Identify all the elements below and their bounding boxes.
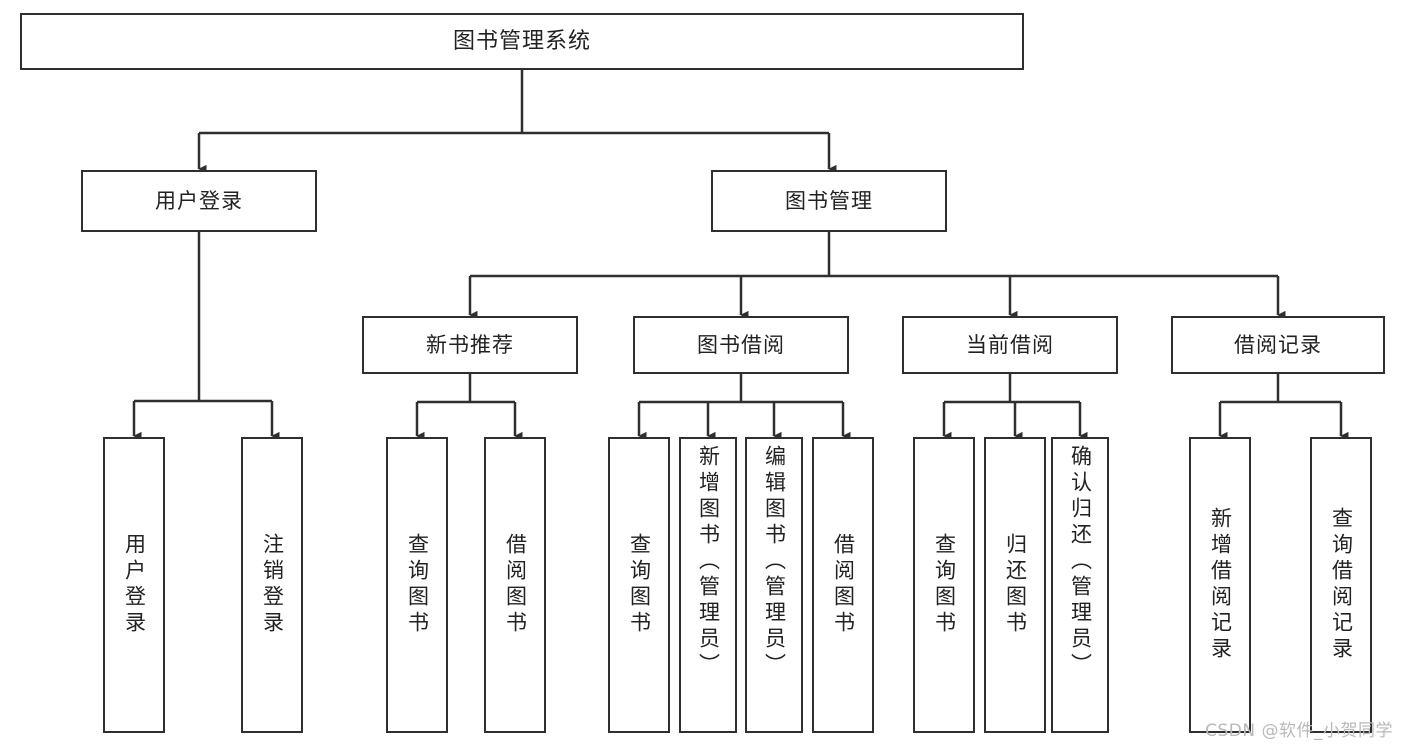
node-book-manage[interactable]: 图书管理 [711,170,947,232]
node-label: 图书管理系统 [452,28,591,54]
node-leaf-borrow-book-2[interactable]: 借阅图书 [812,437,874,733]
node-label: 确认归还（管理员） [1068,445,1093,679]
node-label: 新增借阅记录 [1208,507,1233,663]
node-leaf-query-record[interactable]: 查询借阅记录 [1310,437,1372,733]
node-label: 用户登录 [122,533,147,637]
node-label: 借阅记录 [1234,332,1322,357]
node-label: 查询图书 [627,533,652,637]
csdn-watermark: CSDN @软件_小贺同学 [1205,721,1393,741]
node-label: 当前借阅 [966,332,1054,357]
node-current-borrow[interactable]: 当前借阅 [902,316,1118,374]
node-leaf-confirm-return[interactable]: 确认归还（管理员） [1051,437,1109,733]
node-borrow-record[interactable]: 借阅记录 [1171,316,1385,374]
node-leaf-query-book-1[interactable]: 查询图书 [386,437,448,733]
node-label: 查询图书 [932,533,957,637]
node-label: 查询借阅记录 [1329,507,1354,663]
node-leaf-add-book[interactable]: 新增图书（管理员） [679,437,737,733]
node-label: 新增图书（管理员） [696,445,721,679]
node-book-borrow[interactable]: 图书借阅 [633,316,849,374]
node-label: 新书推荐 [426,332,514,357]
node-leaf-query-book-3[interactable]: 查询图书 [913,437,975,733]
node-label: 图书借阅 [697,332,785,357]
node-leaf-borrow-book-1[interactable]: 借阅图书 [484,437,546,733]
node-leaf-return-book[interactable]: 归还图书 [984,437,1046,733]
node-new-book-rec[interactable]: 新书推荐 [362,316,578,374]
node-user-login[interactable]: 用户登录 [81,170,317,232]
node-label: 编辑图书（管理员） [762,445,787,679]
node-label: 借阅图书 [503,533,528,637]
node-label: 归还图书 [1003,533,1028,637]
node-leaf-query-book-2[interactable]: 查询图书 [608,437,670,733]
node-leaf-user-login[interactable]: 用户登录 [103,437,165,733]
node-label: 用户登录 [155,188,243,213]
node-leaf-add-record[interactable]: 新增借阅记录 [1189,437,1251,733]
node-label: 借阅图书 [831,533,856,637]
node-label: 注销登录 [260,533,285,637]
node-leaf-edit-book[interactable]: 编辑图书（管理员） [745,437,803,733]
node-label: 图书管理 [785,188,873,213]
node-label: 查询图书 [405,533,430,637]
node-leaf-user-logout[interactable]: 注销登录 [241,437,303,733]
node-root[interactable]: 图书管理系统 [20,13,1024,70]
